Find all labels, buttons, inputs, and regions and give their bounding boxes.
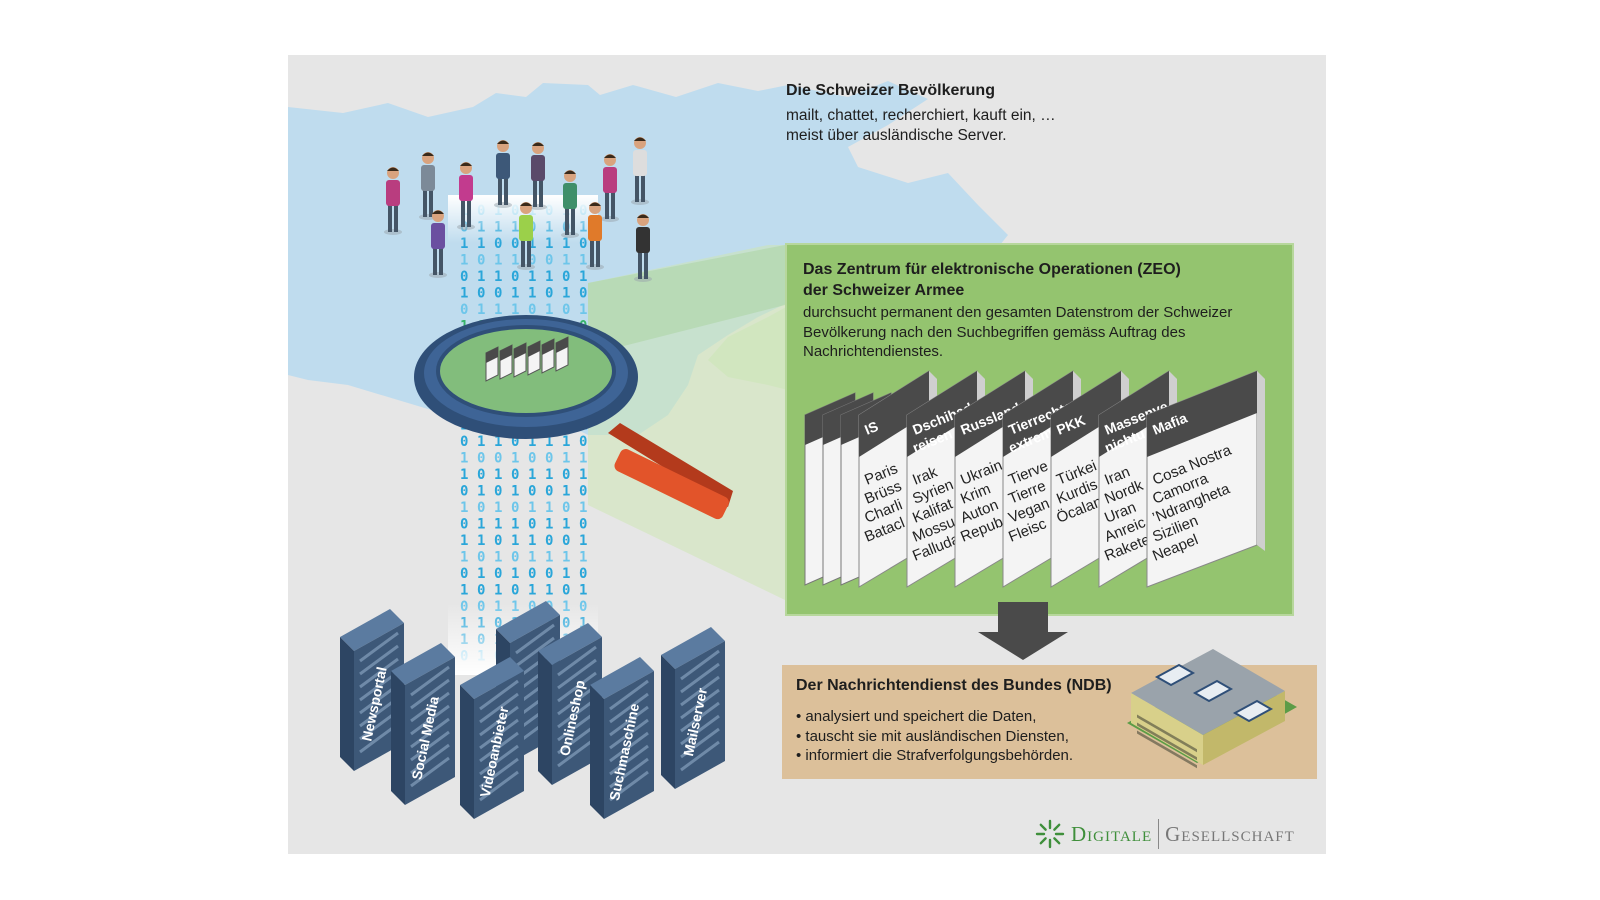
magnifier-icon xyxy=(414,315,733,520)
zeo-panel: Das Zentrum für elektronische Operatione… xyxy=(785,243,1294,616)
population-line-2: meist über ausländische Server. xyxy=(786,127,1007,144)
person-icon xyxy=(631,137,649,205)
population-line-1: mailt, chattet, recherchiert, kauft ein,… xyxy=(786,107,1056,124)
ndb-title: Der Nachrichtendienst des Bundes (NDB) xyxy=(796,677,1112,694)
ndb-building-icon xyxy=(1127,649,1297,769)
down-arrow-icon xyxy=(978,602,1068,660)
ndb-task: informiert die Strafverfolgungsbehörden. xyxy=(796,746,1073,766)
server-rack: Onlineshop xyxy=(538,623,602,785)
infographic-scene: 1011010110100101101011010110011010100101… xyxy=(288,81,1008,819)
zeo-title: Das Zentrum für elektronische Operatione… xyxy=(803,259,1273,301)
ndb-task-list: analysiert und speichert die Daten, taus… xyxy=(796,707,1073,766)
projection-wedge xyxy=(588,245,785,600)
server-rack: Social Media xyxy=(391,643,455,805)
logo-separator xyxy=(1158,819,1160,849)
person-icon xyxy=(384,167,402,235)
digitale-gesellschaft-logo: Digitale Gesellschaft xyxy=(1035,817,1295,851)
zeo-desc-line-1: durchsucht permanent den gesamten Datens… xyxy=(803,304,1233,321)
logo-word-digitale: Digitale xyxy=(1071,821,1153,846)
person-icon xyxy=(634,214,652,282)
population-title: Die Schweizer Bevölkerung xyxy=(786,82,995,99)
zeo-desc-line-2: Bevölkerung nach den Suchbegriffen gemäs… xyxy=(803,323,1186,341)
server-rack: Mailserver xyxy=(661,627,725,789)
zeo-title-line-1: Das Zentrum für elektronische Operatione… xyxy=(803,261,1181,278)
person-icon xyxy=(601,154,619,222)
logo-burst-icon xyxy=(1035,819,1065,849)
person-icon xyxy=(517,202,535,270)
server-rack: Videoanbieter xyxy=(460,657,524,819)
ndb-task: analysiert und speichert die Daten, xyxy=(796,707,1073,727)
logo-word-gesellschaft: Gesellschaft xyxy=(1165,821,1295,846)
person-icon xyxy=(457,162,475,230)
crowd-of-people xyxy=(384,137,652,282)
server-rack: Suchmaschine xyxy=(590,657,654,819)
zeo-desc-line-3: Nachrichtendienstes. xyxy=(803,343,944,360)
person-icon xyxy=(494,140,512,208)
zeo-title-line-2: der Schweizer Armee xyxy=(803,282,965,299)
person-icon xyxy=(429,210,447,278)
person-icon xyxy=(529,142,547,210)
search-term-folders: ISParisBrüssCharliBataclDschihadreisenIr… xyxy=(804,370,1265,588)
person-icon xyxy=(561,170,579,238)
population-description: mailt, chattet, recherchiert, kauft ein,… xyxy=(786,106,1126,146)
ndb-task: tauscht sie mit ausländischen Diensten, xyxy=(796,727,1073,747)
infographic-canvas: 1011010110100101101011010110011010100101… xyxy=(288,55,1326,854)
ndb-panel: Der Nachrichtendienst des Bundes (NDB) a… xyxy=(782,649,1317,779)
zeo-description: durchsucht permanent den gesamten Datens… xyxy=(803,303,1283,362)
person-icon xyxy=(586,202,604,270)
person-icon xyxy=(419,152,437,220)
folder-tab-label: IS xyxy=(862,418,880,438)
